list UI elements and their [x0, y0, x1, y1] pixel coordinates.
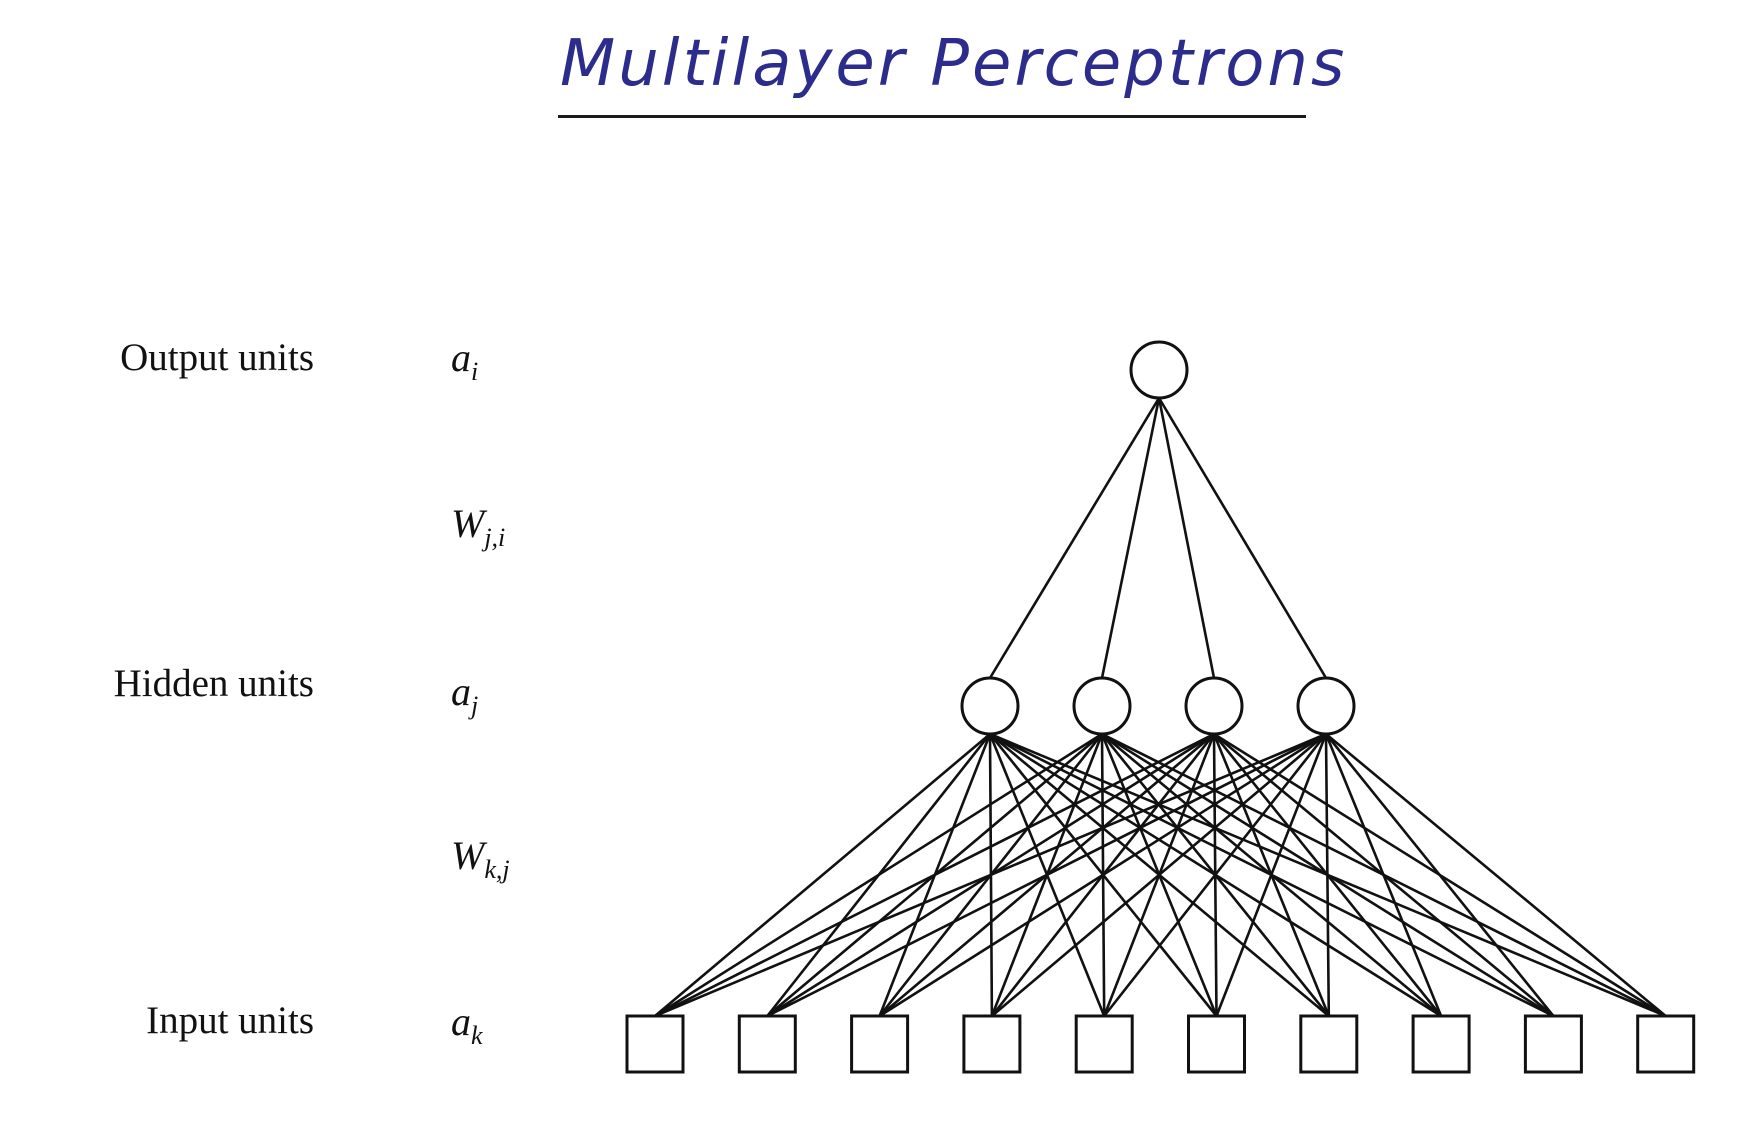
weight-edge-input-hidden: [1215, 733, 1328, 1017]
units: [625, 340, 1696, 1074]
hidden-activation-symbol: aj: [451, 669, 479, 720]
weight-edge-input-hidden: [766, 732, 1327, 1018]
weight-edge-input-hidden: [654, 732, 1103, 1018]
output-activation-symbol: ai: [451, 335, 479, 386]
input-units-label: Input units: [146, 999, 314, 1042]
weight-edge-input-hidden: [1324, 733, 1443, 1017]
hidden-unit: [1072, 676, 1132, 736]
output-unit: [1129, 340, 1189, 400]
input-unit: [1299, 1014, 1359, 1074]
connections: [654, 397, 1667, 1018]
weight-edge-input-hidden: [991, 733, 1327, 1017]
hidden-unit: [1296, 676, 1356, 736]
input-unit: [737, 1014, 797, 1074]
input-unit: [1523, 1014, 1583, 1074]
input-unit: [1187, 1014, 1246, 1074]
input-unit: [850, 1014, 910, 1074]
input-unit: [1636, 1014, 1696, 1074]
weight-edge-input-hidden: [654, 732, 1327, 1018]
weight-edge-hidden-output: [1157, 397, 1216, 679]
input-unit: [1074, 1014, 1134, 1074]
hidden-units-label: Hidden units: [113, 662, 314, 705]
weight-edge-input-hidden: [878, 732, 1327, 1018]
input-unit: [962, 1014, 1022, 1074]
title-underline: [558, 115, 1306, 118]
input-unit: [625, 1014, 685, 1074]
hidden-output-weight-symbol: Wj,i: [451, 501, 506, 552]
slide-title: Multilayer Perceptrons: [560, 27, 1348, 101]
hidden-unit: [960, 676, 1020, 736]
weight-edge-input-hidden: [1324, 733, 1331, 1017]
weight-edge-input-hidden: [654, 733, 991, 1017]
input-activation-symbol: ak: [451, 999, 483, 1050]
output-units-label: Output units: [120, 336, 314, 379]
input-hidden-weight-symbol: Wk,j: [451, 833, 510, 884]
weight-edge-input-hidden: [654, 732, 1215, 1018]
weight-edge-hidden-output: [1157, 397, 1328, 679]
weight-edge-input-hidden: [1103, 733, 1328, 1017]
weight-edge-input-hidden: [1324, 733, 1555, 1017]
weight-edge-hidden-output: [988, 397, 1161, 679]
weight-edge-hidden-output: [1100, 397, 1161, 679]
input-unit: [1411, 1014, 1471, 1074]
weight-edge-input-hidden: [1325, 732, 1667, 1018]
hidden-unit: [1184, 676, 1244, 736]
